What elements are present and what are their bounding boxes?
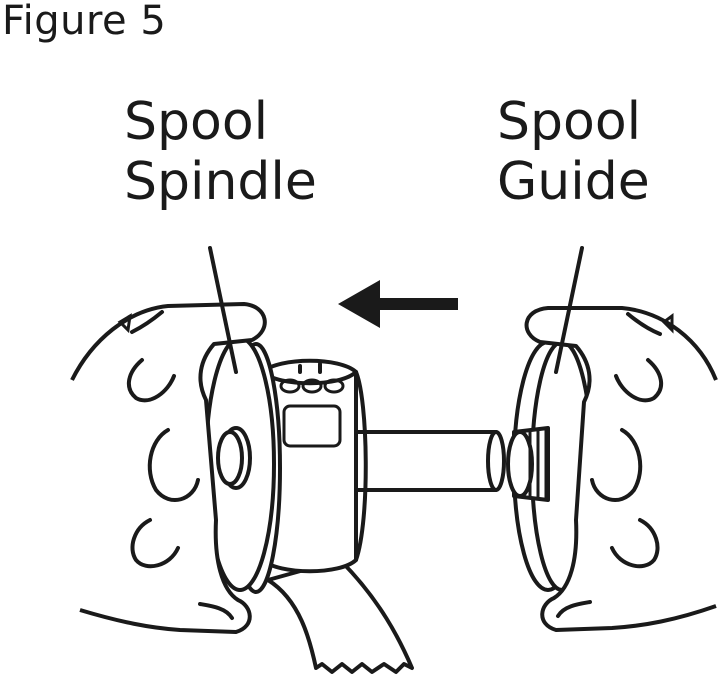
spool-spindle-label: Spool Spindle: [124, 92, 317, 212]
spindle-shaft: [354, 430, 506, 492]
spool-guide-label-line1: Spool: [497, 92, 642, 152]
arrow-left-icon: [338, 280, 458, 328]
spool-spindle-flange: [204, 336, 282, 594]
right-hand: [524, 306, 718, 632]
spool-guide-label: Spool Guide: [497, 92, 650, 212]
figure-title: Figure 5: [2, 0, 167, 44]
spool-guide-label-line2: Guide: [497, 152, 650, 212]
left-hand: [70, 302, 267, 634]
label-tape: [266, 558, 414, 674]
spool-spindle-label-line1: Spool: [124, 92, 269, 152]
spool-spindle-label-line2: Spindle: [124, 152, 317, 212]
spool-drum: [260, 358, 368, 574]
spool-spindle-leader-line: [208, 246, 238, 374]
spool-guide-leader-line: [554, 246, 584, 374]
